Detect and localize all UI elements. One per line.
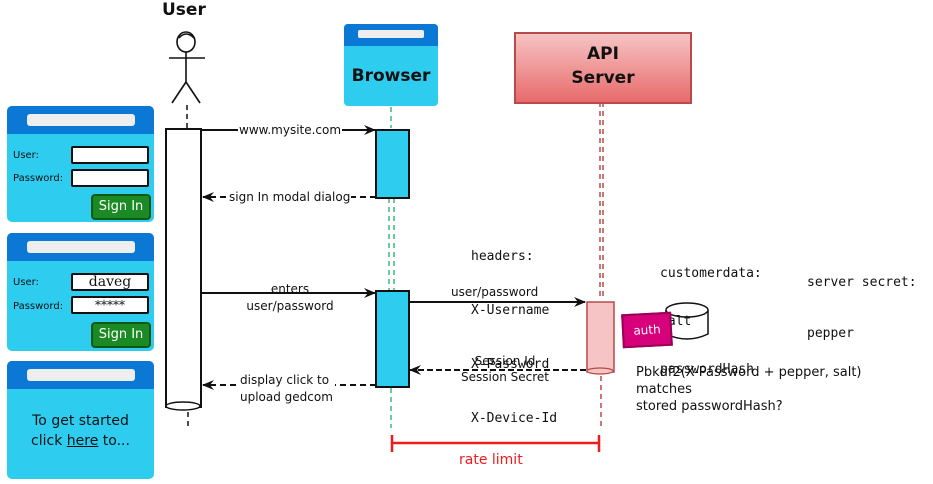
user-field-label: User: <box>13 277 39 288</box>
server-secret-note: server secret: pepper <box>807 275 917 341</box>
password-field-label: Password: <box>13 173 64 184</box>
message-label-api-credentials: user/password <box>451 285 539 299</box>
message-label-upload: display click to upload gedcom <box>238 372 335 406</box>
message-label-url: www.mysite.com <box>238 123 343 137</box>
welcome-text-line1: To get started <box>32 413 129 429</box>
here-link[interactable]: here <box>66 433 99 449</box>
message-label-credentials: enters user/password <box>246 282 334 313</box>
api-server-lifeline <box>599 102 604 428</box>
browser-lifeline <box>388 107 395 428</box>
rate-limit-label: rate limit <box>459 452 523 468</box>
api-server-label-line1: API <box>587 44 619 64</box>
welcome-text-after: to... <box>98 433 130 449</box>
message-label-session: Session Id Session Secret <box>461 354 549 384</box>
user-field-label: User: <box>13 150 39 161</box>
login-screen-empty: User: Password: Sign In <box>7 106 154 222</box>
password-input[interactable]: ***** <box>71 296 149 314</box>
sign-in-button[interactable]: Sign In <box>91 322 151 348</box>
password-input[interactable] <box>71 169 149 187</box>
user-stick-figure-icon <box>169 31 205 104</box>
user-input[interactable] <box>71 146 149 164</box>
user-input[interactable]: daveg <box>71 273 149 291</box>
api-server-activation <box>586 301 615 375</box>
verification-note: Pbkdf2(X-Password + pepper, salt) matche… <box>636 365 862 414</box>
api-server-label-line2: Server <box>571 68 635 88</box>
browser-actor-label: Browser <box>351 66 431 86</box>
browser-activation-1 <box>375 129 410 199</box>
browser-activation-2 <box>375 290 410 388</box>
user-actor-label: User <box>162 0 206 20</box>
customer-database-icon <box>665 302 709 340</box>
headers-note: headers: X-Username X-Password X-Device-… <box>471 249 558 426</box>
browser-actor: Browser <box>344 24 438 106</box>
api-server-actor: API Server <box>514 32 692 104</box>
user-activation-bar <box>165 128 202 411</box>
rate-limit-bracket <box>390 435 601 452</box>
message-label-modal: sign In modal dialog <box>228 190 352 204</box>
sign-in-button[interactable]: Sign In <box>91 194 151 220</box>
welcome-screen: To get started click here to... <box>7 361 154 479</box>
welcome-text-click: click <box>31 433 67 449</box>
auth-component: auth <box>621 311 673 349</box>
password-field-label: Password: <box>13 301 64 312</box>
login-screen-filled: User: daveg Password: ***** Sign In <box>7 233 154 351</box>
